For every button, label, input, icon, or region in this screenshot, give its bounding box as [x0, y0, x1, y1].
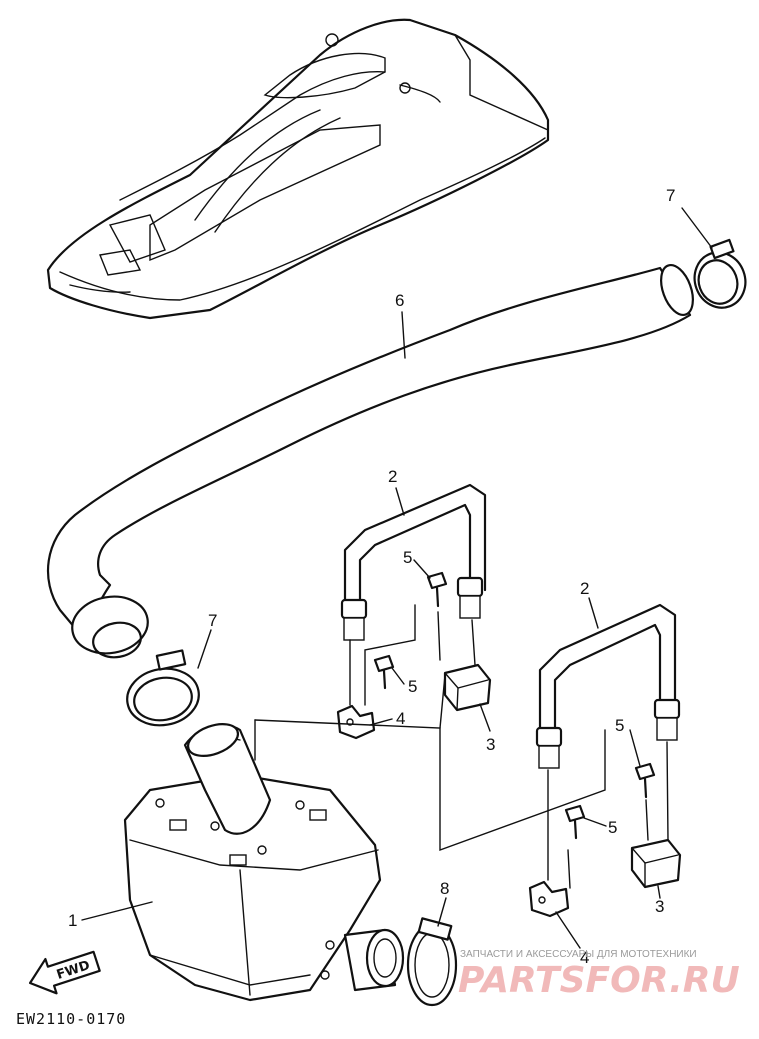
part-5-bolt-b [373, 654, 395, 690]
label-part-5-a: 5 [403, 548, 412, 567]
assembly-lines [254, 604, 669, 889]
label-part-2-lower: 2 [580, 579, 589, 598]
label-part-5-b: 5 [408, 677, 417, 696]
label-part-7-lower: 7 [208, 611, 217, 630]
label-part-1: 1 [68, 911, 77, 930]
part-2-strap-upper [340, 483, 487, 641]
part-1-muffler [123, 723, 405, 1002]
label-part-6: 6 [395, 291, 404, 310]
part-7-hose-clamp-upper [693, 238, 747, 309]
label-part-7-upper: 7 [666, 186, 675, 205]
part-5-bolt-a [426, 571, 448, 608]
watermark: ЗАПЧАСТИ И АКСЕССУАРЫ ДЛЯ МОТОТЕХНИКИ PA… [458, 949, 740, 1001]
label-part-4-upper: 4 [396, 709, 405, 728]
part-4-bracket-lower [528, 880, 570, 918]
label-part-8: 8 [440, 879, 449, 898]
part-4-bracket-upper [336, 704, 376, 740]
label-leaders [81, 207, 713, 949]
label-part-2-upper: 2 [388, 467, 397, 486]
label-part-3-upper: 3 [486, 735, 495, 754]
part-5-bolt-c [634, 762, 656, 799]
part-number-labels: 6 7 7 2 2 5 5 5 5 4 4 3 3 1 8 [68, 186, 675, 967]
part-5-bolt-d [564, 804, 586, 840]
label-part-5-d: 5 [608, 818, 617, 837]
part-3-damper-upper [443, 663, 492, 712]
watermark-logo: PARTSFOR.RU [458, 960, 740, 1001]
label-part-5-c: 5 [615, 716, 624, 735]
label-part-3-lower: 3 [655, 897, 664, 916]
drawing-code: EW2110-0170 [16, 1010, 126, 1028]
part-8-outlet-clamp [406, 917, 458, 1007]
watercraft-hull [46, 18, 550, 320]
part-6-exhaust-hose [46, 264, 694, 659]
part-2-strap-lower [535, 603, 681, 769]
watermark-tagline: ЗАПЧАСТИ И АКСЕССУАРЫ ДЛЯ МОТОТЕХНИКИ [460, 949, 697, 960]
forward-direction-arrow: FWD [28, 950, 101, 995]
label-part-4-lower: 4 [580, 948, 589, 967]
part-7-hose-clamp-lower [126, 649, 200, 727]
part-3-damper-lower [630, 838, 682, 889]
